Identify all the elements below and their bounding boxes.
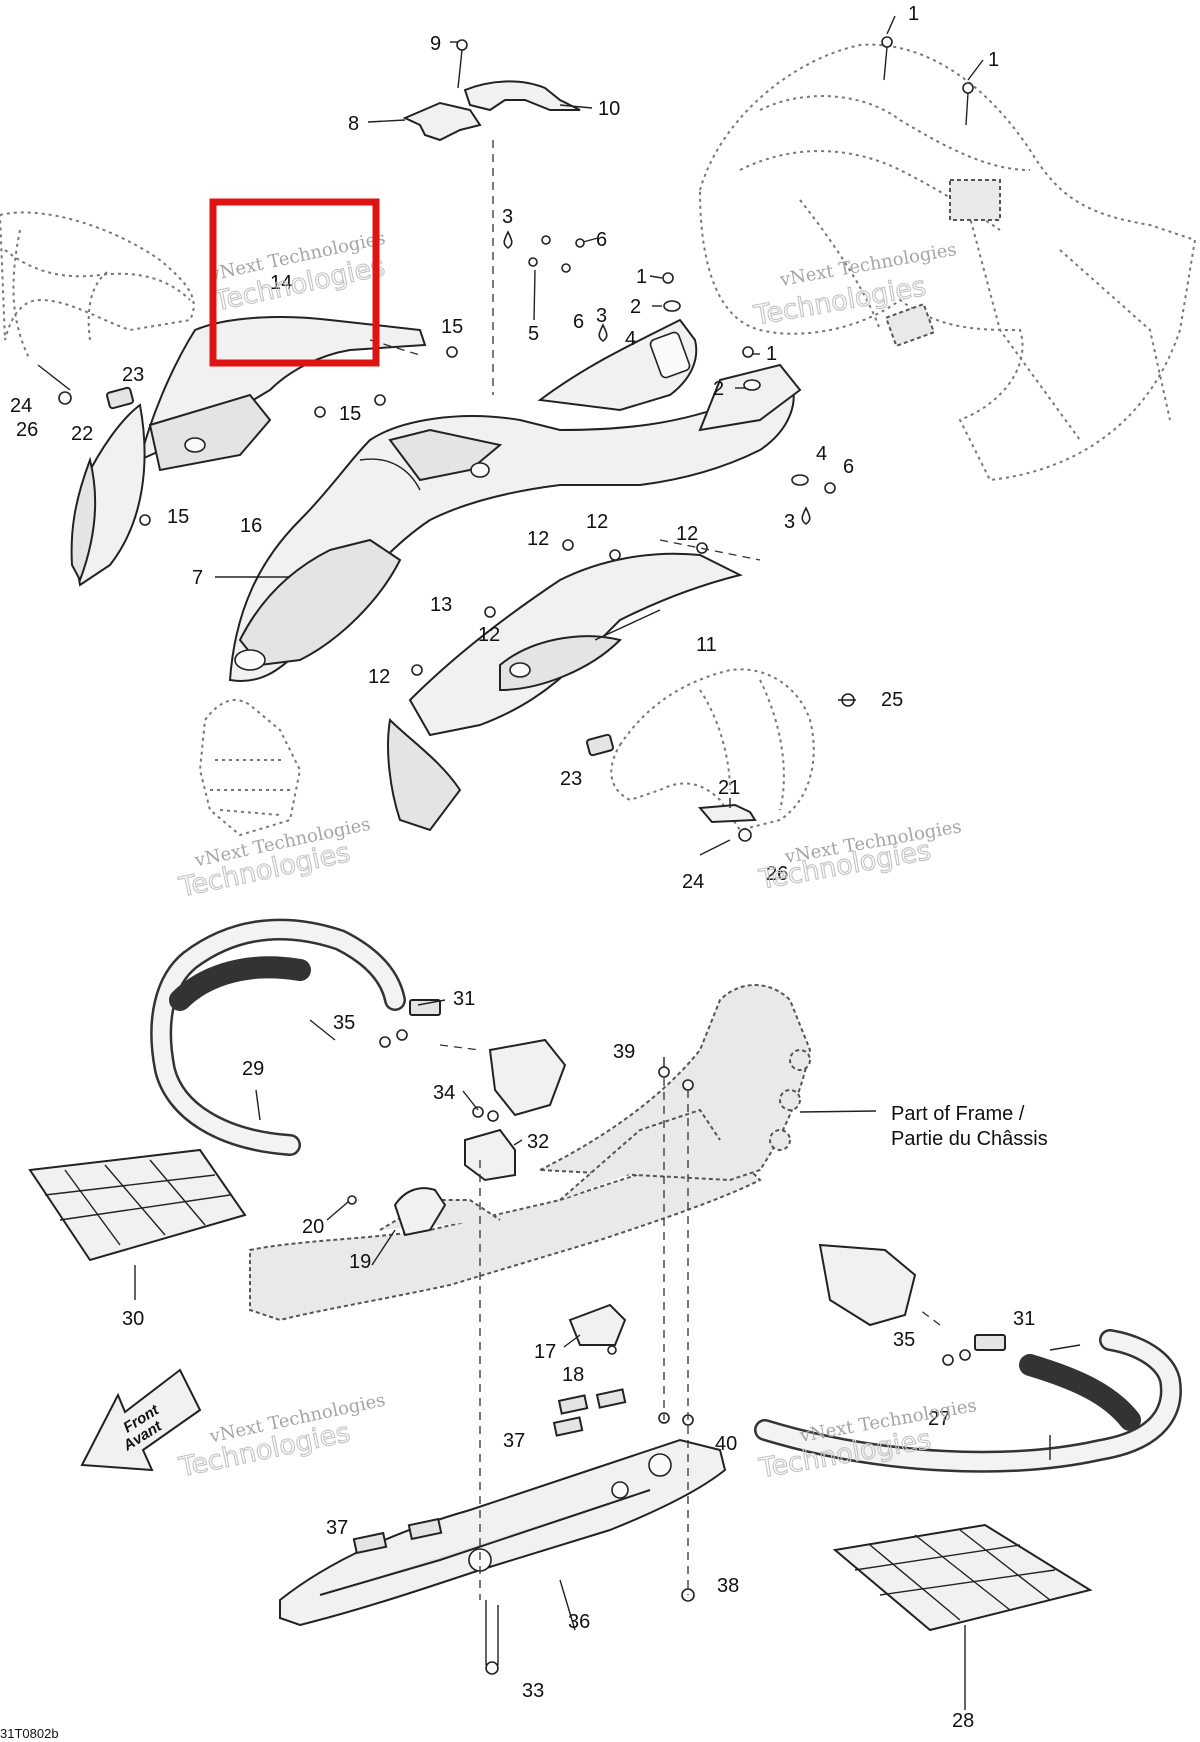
callout-26: 26 [16,419,38,441]
front-left-fender [0,211,195,361]
callout-1: 1 [988,49,999,71]
callout-24: 24 [10,395,32,417]
callout-6: 6 [843,456,854,478]
callout-35: 35 [333,1012,355,1034]
frame-label-line-2: Partie du Châssis [891,1128,1048,1150]
side-panel-11 [387,552,743,832]
fasteners [37,36,974,1675]
callout-21: 21 [718,777,740,799]
callout-24: 24 [682,871,704,893]
callout-12: 12 [368,666,390,688]
callout-31: 31 [453,988,475,1010]
callout-34: 34 [433,1082,455,1104]
callout-12: 12 [586,511,608,533]
callout-18: 18 [562,1364,584,1386]
callout-13: 13 [430,594,452,616]
rear-bumper-27 [754,1329,1182,1473]
callout-11: 11 [696,634,717,656]
reference-lines [369,140,941,1600]
pad-37-lower [352,1517,443,1555]
bracket-19 [393,1187,447,1237]
callout-15: 15 [339,403,361,425]
cargo-net-28 [832,1523,1093,1632]
callout-38: 38 [717,1575,739,1597]
callout-37: 37 [326,1517,348,1539]
callout-2: 2 [630,296,641,318]
callout-1: 1 [636,266,647,288]
callout-labels: 1 1 1 1 2 2 3 3 3 4 4 5 6 6 6 7 8 9 10 1… [10,3,1035,1732]
console-plate-8 [402,101,482,142]
callout-6: 6 [573,311,584,333]
front-arrow: Front Avant [80,1368,202,1472]
callout-40: 40 [715,1433,737,1455]
front-nose-panel [70,403,146,587]
callout-4: 4 [816,443,827,465]
callout-12: 12 [527,528,549,550]
front-bumper-29 [150,918,406,1156]
callout-12: 12 [676,523,698,545]
footrest-31-lower [818,1243,1006,1351]
callout-26: 26 [766,863,788,885]
rear-tail-section [537,318,802,432]
callout-25: 25 [881,689,903,711]
callout-14: 14 [270,272,292,294]
callout-2: 2 [713,378,724,400]
bracket-17 [568,1303,627,1346]
callout-12: 12 [478,624,500,646]
callout-29: 29 [242,1058,264,1080]
callout-4: 4 [625,328,636,350]
callout-8: 8 [348,113,359,135]
callout-5: 5 [528,323,539,345]
callout-3: 3 [502,206,513,228]
main-body-7 [228,378,795,682]
console-plate-10 [463,80,581,112]
callout-20: 20 [302,1216,324,1238]
callout-32: 32 [527,1131,549,1153]
rear-right-fender [610,668,815,832]
callout-28: 28 [952,1710,974,1732]
callout-23: 23 [122,364,144,386]
callout-30: 30 [122,1308,144,1330]
callout-31: 31 [1013,1308,1035,1330]
callout-36: 36 [568,1611,590,1633]
callout-27: 27 [928,1408,950,1430]
callout-1: 1 [908,3,919,25]
callout-3: 3 [596,305,607,327]
rear-fender-assembly [698,43,1197,482]
cargo-net-30 [28,1148,247,1262]
callout-3: 3 [784,511,795,533]
callout-10: 10 [598,98,620,120]
rubber-mount-23 [106,386,614,757]
callout-6: 6 [596,229,607,251]
footrest-31-upper [409,999,567,1117]
callout-17: 17 [534,1341,556,1363]
callout-23: 23 [560,768,582,790]
callout-22: 22 [71,423,93,445]
callout-16: 16 [240,515,262,537]
pad-37-upper [552,1388,627,1437]
callout-9: 9 [430,33,441,55]
callout-37: 37 [503,1430,525,1452]
callout-39: 39 [613,1041,635,1063]
callout-33: 33 [522,1680,544,1702]
callout-15: 15 [167,506,189,528]
skid-plate-36 [279,1438,727,1627]
callout-19: 19 [349,1251,371,1273]
bracket-21 [697,803,757,824]
front-grille [198,699,302,837]
bracket-32 [464,1128,516,1182]
callout-15: 15 [441,316,463,338]
callout-1: 1 [766,343,777,365]
callout-35: 35 [893,1329,915,1351]
highlight-box [209,198,380,367]
leader-lines [134,15,1081,1710]
figure-reference: 31T0802b [0,1726,59,1741]
callout-7: 7 [192,567,203,589]
frame-label-line-1: Part of Frame / [891,1103,1025,1125]
